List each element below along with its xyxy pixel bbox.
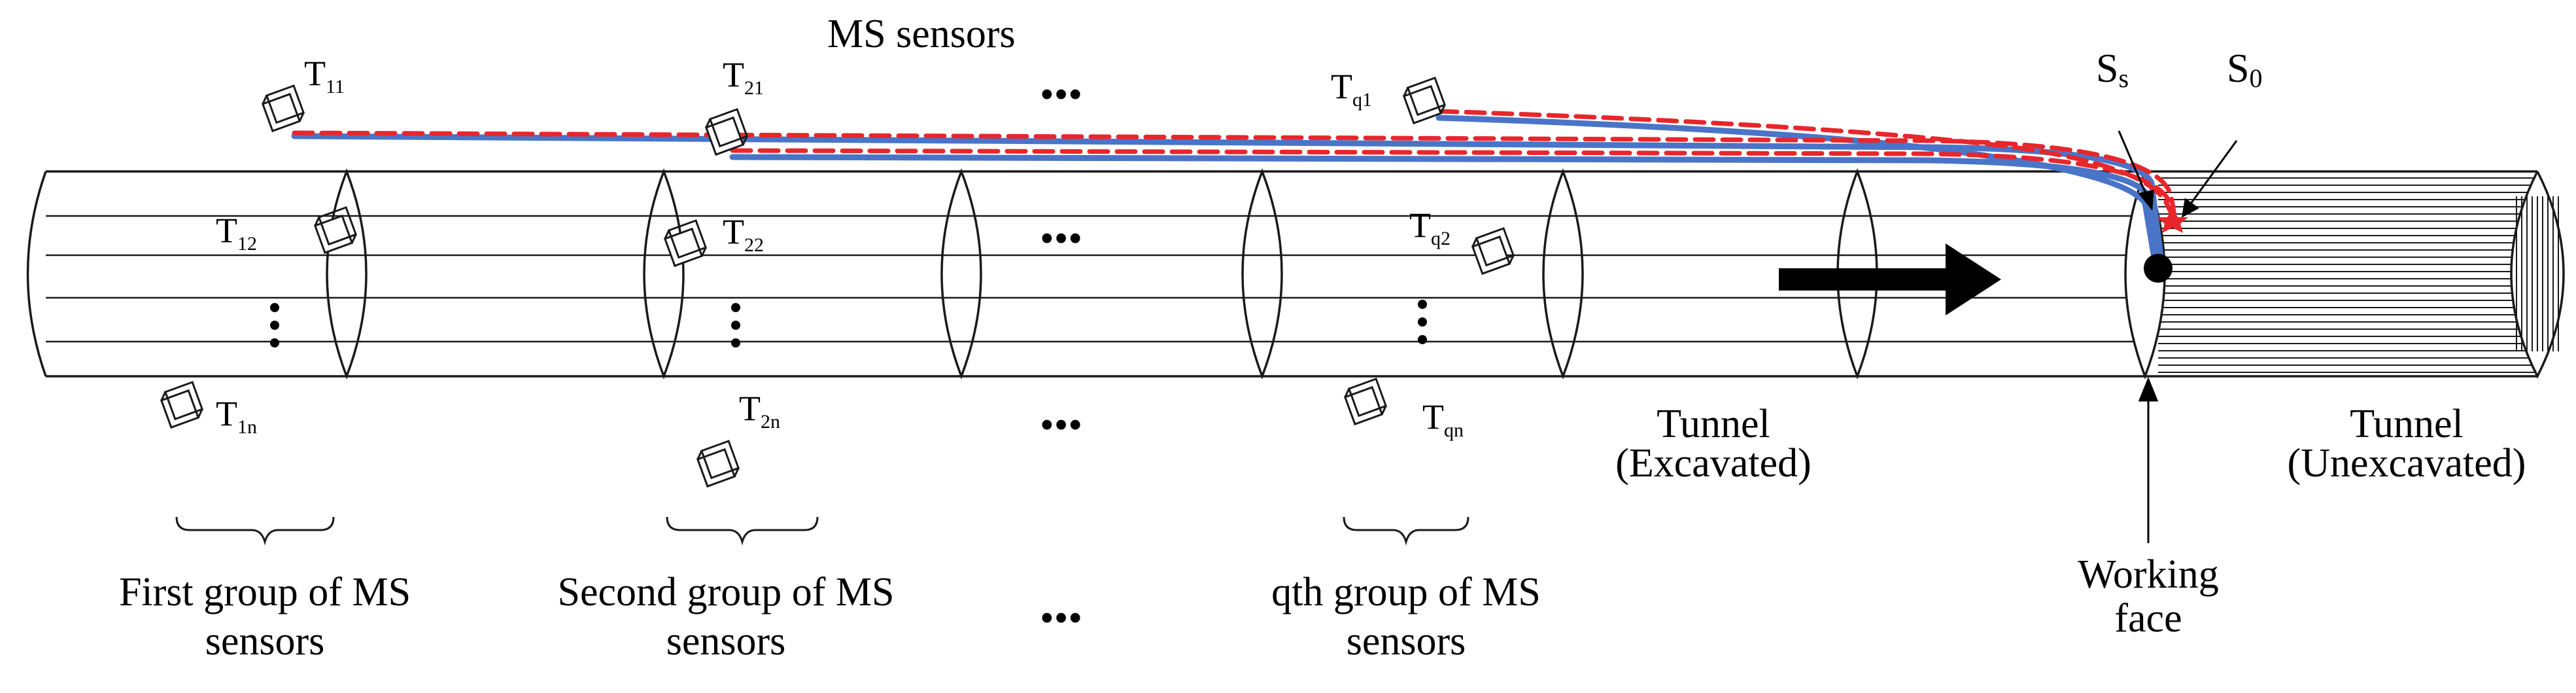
tunnel-section-1 xyxy=(326,168,368,380)
group-3-label-line2: sensors xyxy=(1347,619,1466,664)
ellipsis-middle: ••• xyxy=(1040,217,1082,261)
ray-red-3 xyxy=(1436,109,2175,219)
ellipsis-lower: ••• xyxy=(1040,403,1082,448)
ellipsis-bottom: ••• xyxy=(1040,596,1082,641)
brace-group-1 xyxy=(175,516,335,546)
sensor-cube-t1n xyxy=(160,381,204,429)
sensor-cube-t21 xyxy=(704,108,749,156)
tunnel-section-2 xyxy=(643,168,685,380)
sensor-label-t22: T22 xyxy=(723,212,764,256)
brace-group-3 xyxy=(1343,516,1469,546)
sensor-label-t11: T11 xyxy=(304,54,345,98)
source-ss-label: Ss xyxy=(2096,46,2129,93)
sensor-label-t12: T12 xyxy=(216,211,257,255)
sensor-cubes xyxy=(160,77,1515,488)
source-s0-label: S0 xyxy=(2227,46,2262,93)
sensor-label-t2n: T2n xyxy=(739,389,780,433)
ray-blue-1 xyxy=(291,133,2165,265)
pointer-arrows xyxy=(2118,130,2238,543)
sensor-cube-t2n xyxy=(696,440,740,488)
ray-red-2 xyxy=(730,148,2175,219)
ellipsis-top: ••• xyxy=(1040,73,1082,117)
tunnel-body xyxy=(26,168,2145,380)
unexcavated-hatching xyxy=(2158,177,2537,373)
group-1-label-line1: First group of MS xyxy=(119,570,411,614)
ray-blue-3 xyxy=(1435,115,2158,265)
tunnel-section-3 xyxy=(940,168,982,380)
sensor-cube-tq1 xyxy=(1402,77,1447,125)
unexcavated-label-line1: Tunnel xyxy=(2350,402,2463,446)
sensor-label-tq2: Tq2 xyxy=(1409,205,1451,249)
sensor-cube-t12 xyxy=(313,206,358,255)
ray-paths xyxy=(291,109,2177,272)
tunnel-section-6 xyxy=(1836,168,1878,380)
group-1-label-line2: sensors xyxy=(205,619,325,664)
sensor-label-t21: T21 xyxy=(723,55,764,99)
sensor-cube-t11 xyxy=(261,84,305,133)
sensor-cube-tq2 xyxy=(1471,227,1515,275)
group-2-label-line2: sensors xyxy=(666,619,786,664)
group-2-label-line1: Second group of MS xyxy=(558,570,895,614)
excavated-label-line1: Tunnel xyxy=(1657,402,1770,446)
tunnel-left-cap xyxy=(26,171,47,377)
ms-sensors-title: MS sensors xyxy=(827,12,1016,56)
sensor-cube-t22 xyxy=(663,219,708,268)
brace-group-2 xyxy=(666,516,819,546)
source-s0-point xyxy=(2157,208,2188,233)
right-cap-hatching xyxy=(2516,196,2559,351)
source-ss-point xyxy=(2144,254,2172,283)
working-face-label-line1: Working xyxy=(2078,552,2218,597)
group-braces xyxy=(175,516,1469,546)
sensor-label-tqn: Tqn xyxy=(1422,397,1464,441)
group-3-label-line1: qth group of MS xyxy=(1271,570,1541,614)
excavated-label-line2: (Excavated) xyxy=(1615,441,1811,486)
unexcavated-label-line2: (Unexcavated) xyxy=(2288,441,2526,486)
unexcavated-section xyxy=(2124,168,2565,380)
tunnel-section-4 xyxy=(1241,168,1283,380)
advance-arrow xyxy=(1779,243,2001,315)
working-face-label-line2: face xyxy=(2114,596,2182,641)
tunnel-section-5 xyxy=(1542,168,1584,380)
sensor-label-tq1: Tq1 xyxy=(1331,67,1372,111)
sensor-cube-tqn xyxy=(1343,378,1388,426)
vertical-dots xyxy=(270,300,1427,347)
ray-blue-2 xyxy=(729,154,2161,272)
sensor-label-t1n: T1n xyxy=(216,394,257,438)
